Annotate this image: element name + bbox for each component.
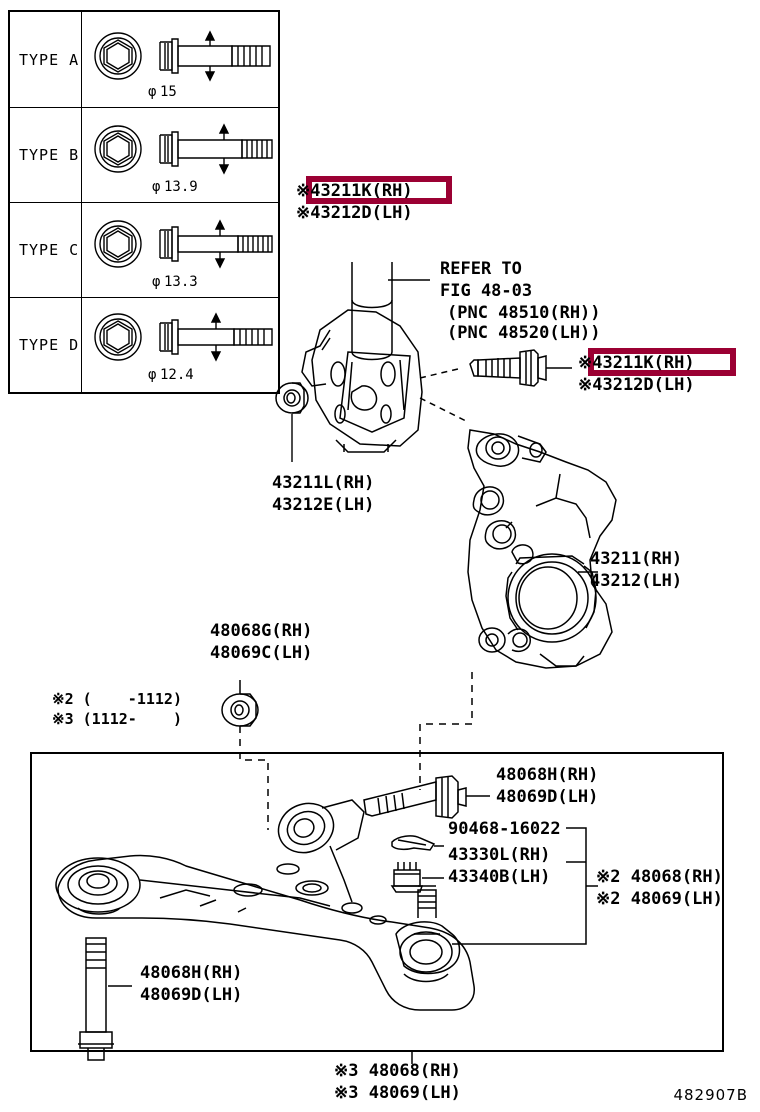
callout-bolt-right-rh: ※43211K(RH) xyxy=(578,353,695,373)
table-row: TYPE A φ xyxy=(10,12,278,108)
table-cell-type: TYPE A xyxy=(10,12,82,107)
bolt-type-label: TYPE D xyxy=(19,335,80,354)
callout-dust-cover-rh: 43211L(RH) xyxy=(272,473,375,493)
callout-arm-assembly-group-lh: ※2 48069(LH) xyxy=(596,889,723,909)
table-row: TYPE D φ xyxy=(10,297,278,392)
refer-to-line-3: (PNC 48510(RH)) xyxy=(447,303,601,323)
callout-bolt-top-lh: ※43212D(LH) xyxy=(296,203,413,223)
bolt-diameter-b: 13.9 xyxy=(164,179,198,195)
callout-arm-assembly-bottom-lh: ※3 48069(LH) xyxy=(334,1083,461,1103)
callout-bolt-top-rh: ※43211K(RH) xyxy=(296,181,413,201)
callout-knuckle-lh: 43212(LH) xyxy=(590,571,683,591)
callout-arm-bolt-upper-rh: 48068H(RH) xyxy=(496,765,599,785)
bolt-type-label: TYPE B xyxy=(19,145,80,164)
callout-arm-bolt-lower-lh: 48069D(LH) xyxy=(140,985,243,1005)
table-row: TYPE B φ xyxy=(10,107,278,203)
bolt-diameter-a: 15 xyxy=(160,84,177,100)
callout-arm-bushing-rh: 48068G(RH) xyxy=(210,621,313,641)
table-cell-type: TYPE D xyxy=(10,297,82,392)
callout-arm-bolt-upper-lh: 48069D(LH) xyxy=(496,787,599,807)
bolt-illustration-type-b: φ 13.9 xyxy=(94,123,273,195)
callout-arm-bolt-lower-rh: 48068H(RH) xyxy=(140,963,243,983)
bolt-illustration-type-d: φ 12.4 xyxy=(94,312,273,383)
highlight-box-right xyxy=(588,348,736,376)
table-row: TYPE C φ xyxy=(10,202,278,298)
callout-arm-bushing-lh: 48069C(LH) xyxy=(210,643,313,663)
callout-ball-joint-nut-lh: 43340B(LH) xyxy=(448,867,551,887)
bolt-type-label: TYPE A xyxy=(19,50,80,69)
callout-dust-cover-lh: 43212E(LH) xyxy=(272,495,375,515)
control-arm-group-box xyxy=(30,752,724,1052)
svg-text:φ: φ xyxy=(148,84,156,100)
bolt-type-table: TYPE A φ xyxy=(8,10,280,394)
note-3: ※3 (1112- ) xyxy=(52,710,182,728)
callout-arm-assembly-group-rh: ※2 48068(RH) xyxy=(596,867,723,887)
table-cell-type: TYPE B xyxy=(10,107,82,202)
refer-to-line-4: (PNC 48520(LH)) xyxy=(447,323,601,343)
bolt-illustration-type-a: φ 15 xyxy=(94,30,271,100)
callout-knuckle-rh: 43211(RH) xyxy=(590,549,683,569)
refer-to-line-2: FIG 48-03 xyxy=(440,281,533,301)
bolt-diameter-c: 13.3 xyxy=(164,274,198,290)
callout-cotter-pin: 90468-16022 xyxy=(448,819,561,839)
refer-to-line-1: REFER TO xyxy=(440,259,522,279)
svg-text:φ: φ xyxy=(152,179,160,195)
highlight-box-top xyxy=(306,176,452,204)
drawing-number: 482907B xyxy=(673,1086,748,1104)
callout-bolt-right-lh: ※43212D(LH) xyxy=(578,375,695,395)
table-cell-type: TYPE C xyxy=(10,202,82,297)
bolt-type-label: TYPE C xyxy=(19,240,80,259)
bolt-illustration-type-c: φ 13.3 xyxy=(94,219,273,290)
bolt-diameter-d: 12.4 xyxy=(160,367,194,383)
note-2: ※2 ( -1112) xyxy=(52,690,182,708)
callout-ball-joint-nut-rh: 43330L(RH) xyxy=(448,845,551,865)
callout-arm-assembly-bottom-rh: ※3 48068(RH) xyxy=(334,1061,461,1081)
svg-text:φ: φ xyxy=(148,367,156,383)
svg-text:φ: φ xyxy=(152,274,160,290)
